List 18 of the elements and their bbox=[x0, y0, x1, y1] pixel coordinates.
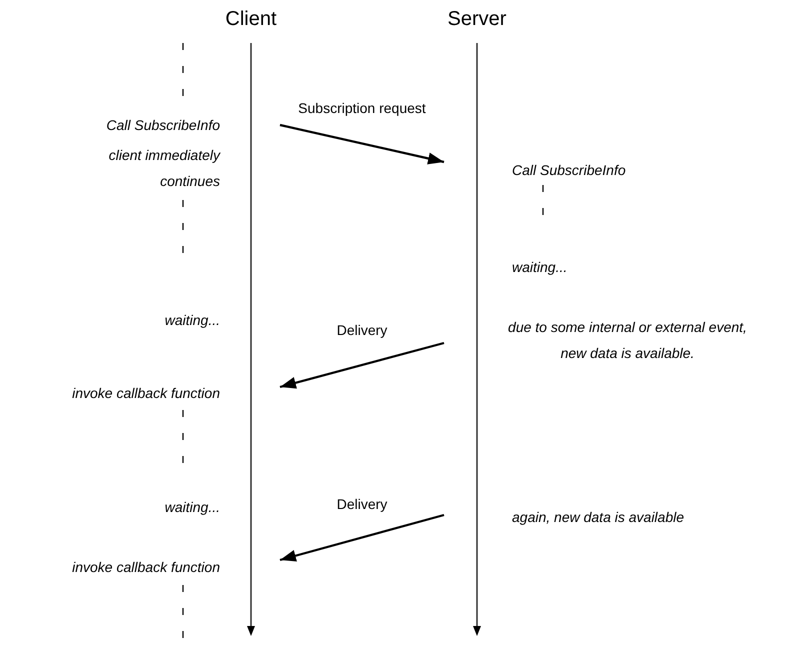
message-arrow bbox=[280, 342, 444, 390]
annotation-text: due to some internal or external event, new data is available. bbox=[507, 318, 748, 363]
annotation-text: invoke callback function bbox=[72, 558, 220, 577]
annotation-text: client immediately continues bbox=[108, 146, 220, 191]
annotation-text: waiting... bbox=[164, 311, 220, 330]
message-arrow bbox=[280, 124, 444, 166]
annotation-text: invoke callback function bbox=[72, 384, 220, 403]
lifeline-title: Server bbox=[446, 8, 508, 31]
edge-label: Subscription request bbox=[296, 100, 428, 116]
annotation-text: waiting... bbox=[164, 498, 220, 517]
lifeline-title: Client bbox=[224, 8, 278, 31]
annotation-text: waiting... bbox=[512, 258, 568, 277]
edge-label: Delivery bbox=[334, 322, 390, 338]
annotation-text: Call SubscribeInfo bbox=[512, 161, 626, 180]
annotation-text: Call SubscribeInfo bbox=[106, 116, 220, 135]
message-arrow bbox=[280, 514, 444, 563]
annotation-text: again, new data is available bbox=[512, 508, 684, 527]
edge-label: Delivery bbox=[334, 496, 390, 512]
